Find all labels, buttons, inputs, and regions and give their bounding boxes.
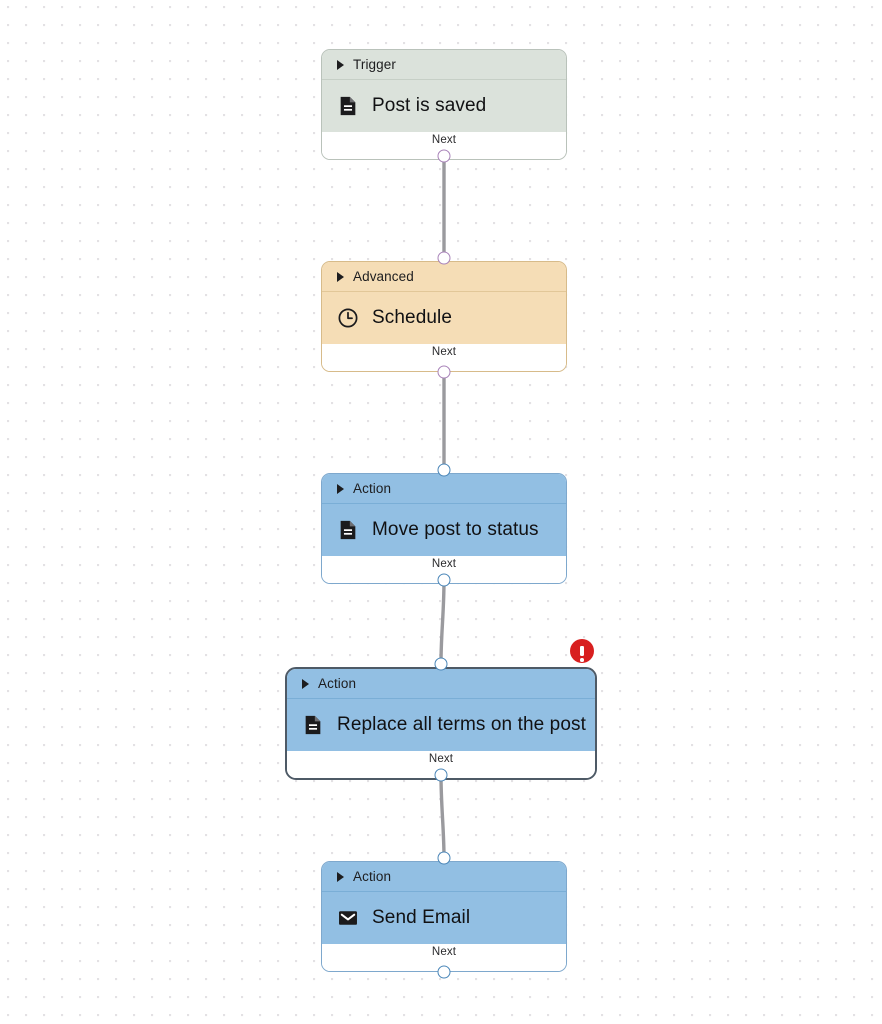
exclamation-icon (580, 646, 584, 662)
output-port-advanced-schedule[interactable] (437, 365, 451, 379)
node-footer-label: Next (431, 346, 457, 358)
node-header-label: Trigger (353, 57, 396, 72)
node-header[interactable]: Action (322, 474, 566, 504)
node-header[interactable]: Trigger (322, 50, 566, 80)
disclosure-triangle-icon[interactable] (302, 678, 309, 689)
node-body[interactable]: Post is saved (322, 80, 566, 132)
node-header-label: Action (353, 481, 392, 496)
document-icon (340, 96, 356, 116)
node-footer-label: Next (431, 134, 457, 146)
envelope-icon (339, 911, 357, 925)
disclosure-triangle-icon[interactable] (337, 271, 344, 282)
node-header-label: Action (353, 869, 392, 884)
input-port-action-send-email[interactable] (437, 851, 451, 865)
node-header[interactable]: Advanced (322, 262, 566, 292)
output-port-action-move-post-to-status[interactable] (437, 573, 451, 587)
node-title: Post is saved (372, 95, 487, 117)
workflow-node-action-send-email[interactable]: Action Send Email Next (321, 861, 567, 972)
disclosure-triangle-icon[interactable] (337, 483, 344, 494)
node-title: Send Email (372, 907, 471, 929)
output-port-action-send-email[interactable] (437, 965, 451, 979)
edge-move-post-to-replace-terms (439, 578, 446, 665)
disclosure-triangle-icon[interactable] (337, 871, 344, 882)
clock-icon (338, 308, 358, 328)
document-icon (305, 715, 321, 735)
node-footer-label: Next (431, 946, 457, 958)
input-port-advanced-schedule[interactable] (437, 251, 451, 265)
edge-replace-terms-to-send-email (439, 773, 446, 860)
input-port-action-move-post-to-status[interactable] (437, 463, 451, 477)
node-header-label: Action (318, 676, 357, 691)
node-footer-label: Next (431, 558, 457, 570)
output-port-trigger-post-is-saved[interactable] (437, 149, 451, 163)
input-port-action-replace-all-terms-on-the-post[interactable] (434, 657, 448, 671)
workflow-node-advanced-schedule[interactable]: Advanced Schedule Next (321, 261, 567, 372)
document-icon (340, 520, 356, 540)
node-title: Move post to status (372, 519, 539, 541)
node-footer-label: Next (428, 753, 454, 765)
error-badge[interactable] (570, 639, 594, 663)
node-body[interactable]: Replace all terms on the post (287, 699, 595, 751)
output-port-action-replace-all-terms-on-the-post[interactable] (434, 768, 448, 782)
disclosure-triangle-icon[interactable] (337, 59, 344, 70)
node-title: Replace all terms on the post (337, 714, 586, 736)
node-header-label: Advanced (353, 269, 414, 284)
node-body[interactable]: Move post to status (322, 504, 566, 556)
node-header[interactable]: Action (322, 862, 566, 892)
node-body[interactable]: Send Email (322, 892, 566, 944)
workflow-node-action-move-post-to-status[interactable]: Action Move post to status Next (321, 473, 567, 584)
workflow-node-action-replace-all-terms-on-the-post[interactable]: Action Replace all terms on the post Nex… (285, 667, 597, 780)
node-header[interactable]: Action (287, 669, 595, 699)
node-body[interactable]: Schedule (322, 292, 566, 344)
node-title: Schedule (372, 307, 453, 329)
workflow-node-trigger-post-is-saved[interactable]: Trigger Post is saved Next (321, 49, 567, 160)
